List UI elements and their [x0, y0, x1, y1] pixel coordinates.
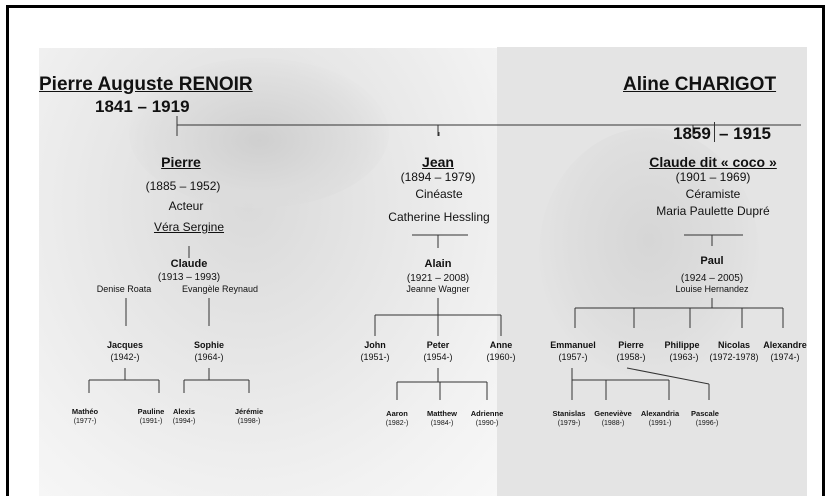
pierre-role: Acteur: [168, 199, 204, 213]
sophie-years: (1964-): [194, 352, 224, 362]
founder-mother-name: Aline CHARIGOT: [623, 74, 777, 95]
alexis-name: Alexis: [172, 407, 196, 416]
pierre-spouse: Véra Sergine: [153, 220, 225, 234]
jeremie-name: Jérémie: [234, 407, 264, 416]
aaron-years: (1982-): [385, 420, 409, 427]
john-years: (1951-): [360, 352, 390, 362]
paul-spouse: Louise Hernandez: [675, 284, 749, 294]
pauline-years: (1991-): [139, 418, 163, 425]
alain-years: (1921 – 2008): [406, 273, 470, 284]
jean-years: (1894 – 1979): [400, 170, 476, 184]
stanislas-name: Stanislas: [552, 409, 586, 418]
philippe-name: Philippe: [664, 340, 700, 350]
founder-mother-years-start: 1859: [673, 124, 711, 143]
connector-paul-children: [574, 298, 784, 328]
claude-years: (1913 – 1993): [157, 272, 221, 283]
connector-founders: [176, 116, 801, 136]
jeremie-years: (1998-): [237, 418, 261, 425]
connector-emmanuel-children: [571, 368, 670, 400]
alain-name: Alain: [424, 258, 452, 270]
claude-coco-years: (1901 – 1969): [675, 170, 751, 184]
paul-name: Paul: [700, 255, 724, 267]
alain-spouse: Jeanne Wagner: [406, 284, 470, 294]
connector-pierre-pascale: [626, 367, 710, 400]
alexandria-years: (1991-): [648, 420, 672, 427]
claude-name: Claude: [170, 258, 208, 270]
genevieve-name: Geneviève: [594, 409, 632, 418]
pascale-name: Pascale: [691, 409, 719, 418]
family-tree-frame: Pierre Auguste RENOIR 1841 – 1919 Aline …: [6, 5, 825, 496]
connector-jacques-children: [88, 368, 160, 393]
family-tree-diagram: Pierre Auguste RENOIR 1841 – 1919 Aline …: [9, 8, 822, 496]
anne-name: Anne: [489, 340, 513, 350]
claude-coco-spouse: Maria Paulette Dupré: [656, 204, 770, 218]
claude-spouse-2: Evangèle Reynaud: [181, 284, 259, 294]
adrienne-name: Adrienne: [470, 409, 504, 418]
aaron-name: Aaron: [386, 409, 408, 418]
claude-coco-role: Céramiste: [685, 187, 741, 201]
emmanuel-name: Emmanuel: [550, 340, 596, 350]
connector-peter-children: [396, 368, 488, 400]
alexandria-name: Alexandria: [640, 409, 680, 418]
portrait-shading-hat: [129, 58, 389, 208]
john-name: John: [364, 340, 386, 350]
founder-mother-years-end: – 1915: [719, 124, 771, 143]
peter-years: (1954-): [423, 352, 453, 362]
anne-years: (1960-): [486, 352, 516, 362]
claude-spouse-1: Denise Roata: [96, 284, 152, 294]
claude-coco-name: Claude dit « coco »: [649, 154, 777, 170]
founder-father-name: Pierre Auguste RENOIR: [39, 74, 253, 95]
jean-role: Cinéaste: [415, 187, 463, 201]
tree-connectors: [88, 116, 801, 400]
jacques-name: Jacques: [106, 340, 144, 350]
connector-sophie-children: [183, 368, 250, 393]
alexandre-name: Alexandre: [763, 340, 807, 350]
jean-name: Jean: [422, 154, 454, 170]
pierre-1958-years: (1958-): [616, 352, 646, 362]
connector-coco-paul: [684, 234, 743, 246]
matheo-years: (1977-): [73, 418, 97, 425]
stanislas-years: (1979-): [557, 420, 581, 427]
adrienne-years: (1990-): [475, 420, 499, 427]
nicolas-years: (1972-1978): [709, 352, 759, 362]
matheo-name: Mathéo: [71, 407, 99, 416]
nicolas-name: Nicolas: [717, 340, 751, 350]
jacques-years: (1942-): [110, 352, 140, 362]
alexis-years: (1994-): [172, 418, 196, 425]
founder-mother-divider: [714, 122, 715, 142]
connector-alain-children: [374, 298, 502, 336]
emmanuel-years: (1957-): [558, 352, 588, 362]
peter-name: Peter: [426, 340, 450, 350]
connector-jean-alain: [412, 234, 468, 248]
genevieve-years: (1988-): [601, 420, 625, 427]
sophie-name: Sophie: [193, 340, 225, 350]
alexandre-years: (1974-): [770, 352, 800, 362]
pierre-1958-name: Pierre: [618, 340, 644, 350]
pauline-name: Pauline: [137, 407, 165, 416]
jean-spouse: Catherine Hessling: [388, 210, 490, 224]
pierre-years: (1885 – 1952): [145, 179, 221, 193]
portrait-shading-face: [539, 128, 759, 378]
pierre-name: Pierre: [161, 154, 201, 170]
founder-father-years: 1841 – 1919: [95, 97, 190, 116]
matthew-name: Matthew: [427, 409, 457, 418]
paul-years: (1924 – 2005): [680, 273, 744, 284]
matthew-years: (1984-): [430, 420, 454, 427]
philippe-years: (1963-): [669, 352, 699, 362]
pascale-years: (1996-): [695, 420, 719, 427]
